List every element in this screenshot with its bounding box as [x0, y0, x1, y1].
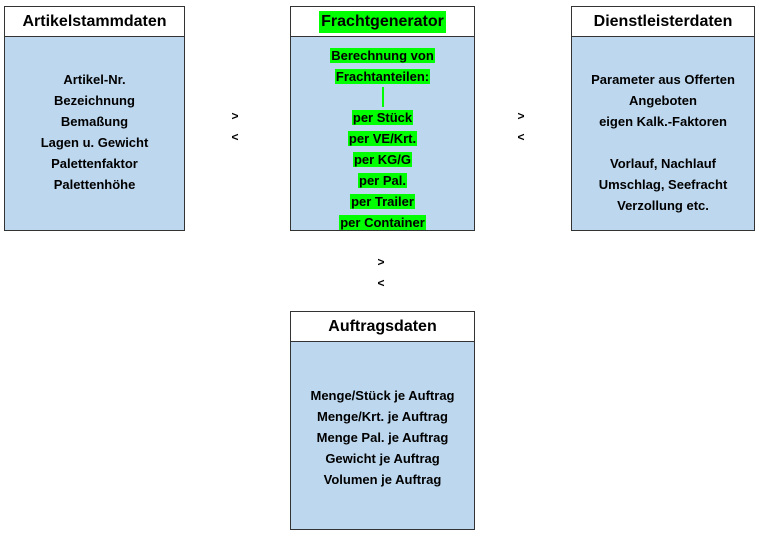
auftragsdaten-box: Auftragsdaten Menge/Stück je Auftrag Men…: [290, 311, 475, 530]
artikel-item: Bemaßung: [60, 114, 129, 129]
fracht-connector-line: [381, 87, 384, 107]
arrow-right-1: >: [231, 109, 239, 123]
dienst-item: Vorlauf, Nachlauf: [610, 156, 716, 171]
artikelstammdaten-title: Artikelstammdaten: [22, 12, 167, 30]
dienst-item: Parameter aus Offerten: [591, 72, 735, 87]
dienst-item: eigen Kalk.-Faktoren: [599, 114, 727, 129]
artikel-item: Bezeichnung: [54, 93, 135, 108]
auftragsdaten-header: Auftragsdaten: [291, 312, 474, 342]
dienstleisterdaten-header: Dienstleisterdaten: [572, 7, 754, 37]
dienst-item: Umschlag, Seefracht: [598, 177, 728, 192]
dienst-spacer: [572, 132, 754, 153]
artikelstammdaten-box: Artikelstammdaten Artikel-Nr. Bezeichnun…: [4, 6, 185, 231]
arrow-right-2: >: [517, 109, 525, 123]
auftrag-item: Gewicht je Auftrag: [325, 451, 440, 466]
artikel-item: Lagen u. Gewicht: [40, 135, 149, 150]
artikelstammdaten-list: Artikel-Nr. Bezeichnung Bemaßung Lagen u…: [5, 37, 184, 195]
arrow-left-2: <: [517, 130, 525, 144]
fracht-intro: Frachtanteilen:: [334, 69, 431, 84]
dienstleisterdaten-box: Dienstleisterdaten Parameter aus Offerte…: [571, 6, 755, 231]
artikel-item: Palettenfaktor: [51, 156, 138, 171]
fracht-item: per Container: [339, 215, 426, 230]
auftragsdaten-title: Auftragsdaten: [328, 317, 437, 335]
fracht-item: per Pal.: [358, 173, 407, 188]
frachtgenerator-list: Berechnung von Frachtanteilen: per Stück…: [291, 37, 474, 233]
frachtgenerator-box: Frachtgenerator Berechnung von Frachtant…: [290, 6, 475, 231]
dienst-item: Verzollung etc.: [617, 198, 709, 213]
arrow-left-3: <: [377, 276, 385, 290]
auftrag-item: Menge/Stück je Auftrag: [310, 388, 455, 403]
fracht-item: per Stück: [351, 110, 414, 125]
fracht-item: per VE/Krt.: [347, 131, 418, 146]
auftrag-item: Menge Pal. je Auftrag: [316, 430, 449, 445]
auftrag-item: Volumen je Auftrag: [323, 472, 442, 487]
dienstleisterdaten-list: Parameter aus Offerten Angeboten eigen K…: [572, 37, 754, 216]
fracht-item: per Trailer: [350, 194, 415, 209]
artikel-item: Artikel-Nr.: [63, 72, 126, 87]
auftragsdaten-list: Menge/Stück je Auftrag Menge/Krt. je Auf…: [291, 342, 474, 490]
artikel-item: Palettenhöhe: [53, 177, 136, 192]
dienstleisterdaten-title: Dienstleisterdaten: [593, 12, 733, 30]
fracht-item: per KG/G: [352, 152, 413, 167]
fracht-intro: Berechnung von: [330, 48, 435, 63]
auftrag-item: Menge/Krt. je Auftrag: [317, 409, 448, 424]
frachtgenerator-title: Frachtgenerator: [319, 10, 446, 33]
artikelstammdaten-header: Artikelstammdaten: [5, 7, 184, 37]
frachtgenerator-header: Frachtgenerator: [291, 7, 474, 37]
dienst-item: Angeboten: [629, 93, 697, 108]
arrow-right-3: >: [377, 255, 385, 269]
arrow-left-1: <: [231, 130, 239, 144]
